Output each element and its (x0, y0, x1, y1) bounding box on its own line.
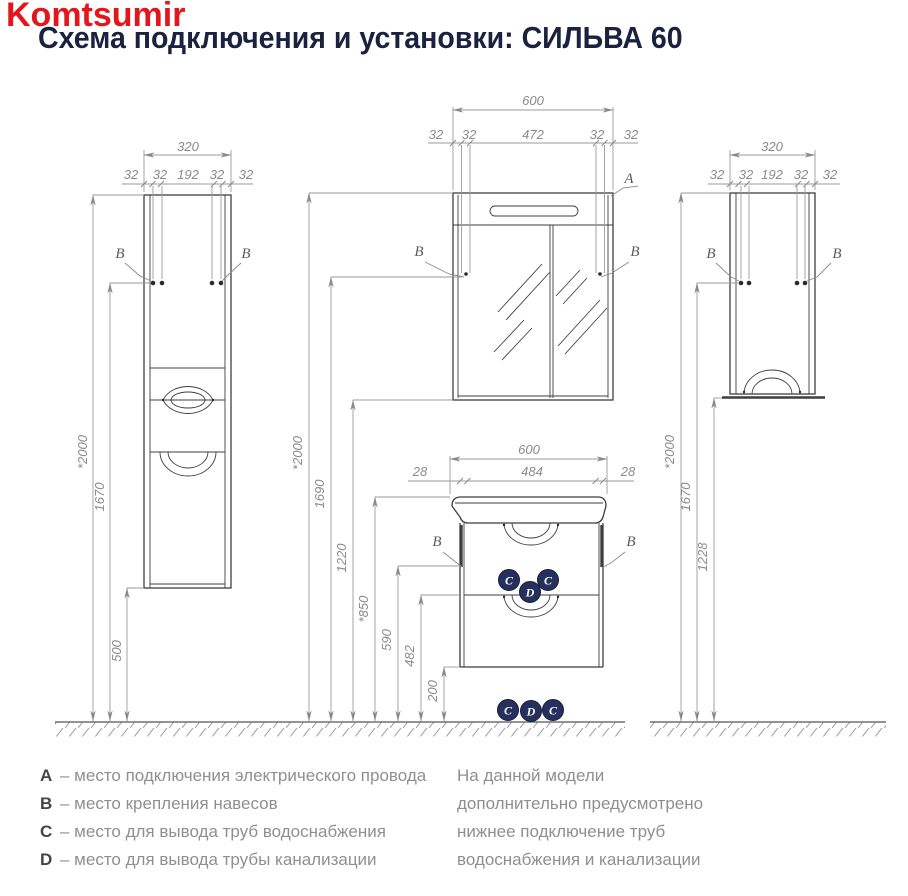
dim-label: 192 (177, 167, 199, 182)
mirror-hatch (493, 263, 608, 361)
port-label: D (525, 586, 535, 600)
dim-label: 28 (620, 464, 636, 479)
legend-text: – место для вывода трубы канализации (60, 850, 377, 869)
dim-label: 600 (522, 93, 544, 108)
arc-handle (743, 369, 801, 395)
callout-b: B (432, 534, 441, 550)
dim-label: 32 (124, 167, 139, 182)
dim-label: *2000 (75, 434, 90, 469)
dim-label: 32 (462, 127, 477, 142)
arc-handle (159, 451, 217, 477)
dim-label: *850 (356, 595, 371, 623)
legend: A – место подключения электрического пров… (40, 762, 426, 874)
dim-label: 1670 (678, 482, 693, 512)
dim-label: 320 (177, 139, 199, 154)
legend-item: A – место подключения электрического пров… (40, 762, 426, 790)
dim-label: 1228 (695, 542, 710, 572)
wall-ports: C D C (498, 569, 559, 603)
dim-label: 32 (210, 167, 225, 182)
washbasin (451, 496, 607, 524)
legend-letter: D (40, 850, 53, 869)
page-title: Схема подключения и установки: СИЛЬВА 60 (38, 20, 683, 55)
dim-label: 484 (521, 464, 543, 479)
vanity-drawing: 600 28 484 28 (290, 192, 636, 722)
note-line: нижнее подключение труб (457, 822, 666, 841)
dim-label: 472 (522, 127, 544, 142)
port-label: C (504, 704, 513, 718)
callout-b: B (832, 246, 841, 262)
dim-label: *2000 (290, 435, 305, 470)
floor-ports: C D C (497, 699, 564, 722)
callout-b: B (414, 244, 423, 260)
callout-b: B (241, 246, 250, 262)
legend-letter: B (40, 794, 53, 813)
dim-label: 320 (761, 139, 783, 154)
dim-label: 482 (402, 644, 417, 666)
dim-label: *2000 (662, 434, 677, 469)
legend-letter: A (40, 766, 53, 785)
callout-b: B (626, 534, 635, 550)
dim-label: 32 (239, 167, 254, 182)
dim-label: 1690 (312, 479, 327, 509)
legend-letter: C (40, 822, 53, 841)
legend-note: На данной модели дополнительно предусмот… (457, 762, 703, 874)
mirror-cabinet-drawing: 600 32 32 472 32 32 A B B (414, 93, 640, 401)
brand-watermark: Komtsumir (6, 0, 186, 34)
legend-text: – место для вывода труб водоснабжения (60, 822, 386, 841)
dim-label: 192 (761, 167, 783, 182)
callout-b: B (706, 246, 715, 262)
floor (55, 721, 886, 737)
legend-text: – место крепления навесов (60, 794, 278, 813)
dim-label: 500 (109, 639, 124, 661)
legend-item: D – место для вывода трубы канализации (40, 846, 426, 874)
dim-label: 32 (739, 167, 754, 182)
legend-text: – место подключения электрического прово… (60, 766, 427, 785)
right-cabinet-drawing: 320 32 32 192 32 32 B B *2000 1670 (662, 139, 842, 722)
dim-label: 200 (425, 679, 440, 702)
port-label: D (526, 705, 536, 719)
legend-item: C – место для вывода труб водоснабжения (40, 818, 426, 846)
port-label: C (544, 574, 553, 588)
left-cabinet-drawing: 320 32 32 192 32 32 B B *2000 1670 (75, 139, 254, 722)
dim-label: 32 (153, 167, 168, 182)
dim-label: 32 (624, 127, 639, 142)
dim-label: 1220 (334, 543, 349, 573)
callout-a: A (623, 171, 634, 187)
callout-b: B (630, 244, 639, 260)
dim-label: 32 (794, 167, 809, 182)
port-label: C (549, 704, 558, 718)
dim-label: 32 (429, 127, 444, 142)
dim-label: 600 (518, 442, 540, 457)
note-line: На данной модели (457, 766, 605, 785)
dim-label: 590 (379, 628, 394, 650)
dim-label: 32 (710, 167, 725, 182)
callout-b: B (115, 246, 124, 262)
legend-item: B – место крепления навесов (40, 790, 426, 818)
note-line: водоснабжения и канализации (457, 850, 701, 869)
port-label: C (505, 574, 514, 588)
dim-label: 1670 (92, 482, 107, 512)
note-line: дополнительно предусмотрено (457, 794, 704, 813)
dim-label: 32 (823, 167, 838, 182)
dim-label: 28 (412, 464, 428, 479)
dim-label: 32 (590, 127, 605, 142)
lamp-slot (489, 205, 579, 217)
